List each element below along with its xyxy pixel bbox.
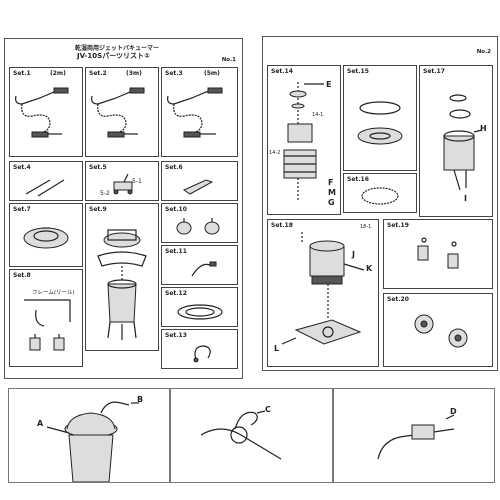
sub-part-label: 18-1 [360, 224, 372, 230]
tank-assembly-illustration [97, 229, 147, 340]
parts-sheet-2: No.2 Set.14 14-1 14-2 E F M G Set.15 [262, 36, 498, 371]
caster-illustration [176, 218, 220, 235]
set-label: Set.14 [271, 68, 293, 75]
part-cell-set19[interactable]: Set.19 [383, 219, 493, 289]
hose-illustration [167, 87, 223, 138]
sub-part-label: 14-2 [269, 150, 281, 156]
callout-letter: F [328, 178, 334, 187]
part-cell-set6[interactable]: Set.6 [161, 161, 238, 201]
part-cell-set18[interactable]: Set.18 18-1 J K L [267, 219, 379, 367]
set-label: Set.13 [165, 332, 187, 339]
detail-panel-a-b: A B [8, 388, 170, 483]
part-cell-set11[interactable]: Set.11 [161, 245, 238, 285]
set-label: Set.12 [165, 290, 187, 297]
part-cell-set14[interactable]: Set.14 14-1 14-2 E F M G [267, 65, 341, 215]
sheet2-page-number: No.2 [476, 49, 491, 55]
sheet1-header-line1: 乾湿両用ジェットバキューマー [75, 45, 160, 52]
part-cell-set13[interactable]: Set.13 [161, 329, 238, 369]
switch-assembly-illustration [443, 94, 483, 191]
hose-length-label: (5m) [204, 70, 220, 77]
callout-letter: I [464, 194, 467, 203]
detail-panel-c: C [170, 388, 333, 483]
seal-ring-illustration [357, 101, 403, 145]
set-label: Set.9 [89, 206, 107, 213]
callout-c: C [265, 405, 271, 414]
part-cell-set8[interactable]: Set.8 フレーム(リール) [9, 269, 83, 367]
set-label: Set.15 [347, 68, 369, 75]
filter-ring-illustration [361, 187, 399, 205]
part-cell-set5[interactable]: Set.5 5-1 5-2 [85, 161, 159, 201]
set-label: Set.7 [13, 206, 31, 213]
hose-end-detail-illustration [377, 414, 455, 460]
frame-reel-label: フレーム(リール) [32, 290, 75, 296]
sub-part-label: 5-1 [132, 178, 142, 185]
callout-b: B [137, 395, 144, 404]
gasket-illustration [177, 304, 223, 320]
detail-panel-d: D [333, 388, 495, 483]
frame-illustration [24, 299, 71, 351]
parts-sheet-1: 乾湿両用ジェットバキューマー JV-10Sパーツリスト① No.1 Set.1 … [4, 38, 243, 379]
set-label: Set.19 [387, 222, 409, 229]
part-cell-set20[interactable]: Set.20 [383, 293, 493, 367]
hose-illustration [15, 87, 69, 138]
set-label: Set.3 [165, 70, 183, 77]
set-label: Set.11 [165, 248, 187, 255]
latch-illustration [417, 237, 459, 269]
callout-d: D [450, 407, 457, 416]
crevice-nozzle-illustration [182, 179, 214, 195]
motor-assembly-illustration [283, 82, 324, 202]
part-cell-set17[interactable]: Set.17 H I [419, 65, 493, 217]
hose-length-label: (3m) [126, 70, 142, 77]
part-cell-set10[interactable]: Set.10 [161, 203, 238, 243]
part-cell-set1[interactable]: Set.1 (2m) [9, 67, 83, 157]
hose-clip-detail-illustration [200, 410, 282, 460]
callout-letter: E [326, 80, 332, 89]
floor-nozzle-illustration [113, 173, 133, 195]
callout-letter: M [328, 188, 336, 197]
hose-illustration [91, 87, 145, 138]
sheet1-header-line2: JV-10Sパーツリスト① [77, 52, 150, 60]
set-label: Set.5 [89, 164, 107, 171]
filter-cover-illustration [23, 227, 69, 249]
set-label: Set.16 [347, 176, 369, 183]
callout-letter: K [366, 264, 373, 273]
part-cell-set7[interactable]: Set.7 [9, 203, 83, 267]
set-label: Set.17 [423, 68, 445, 75]
callout-a: A [37, 419, 44, 428]
head-assembly-illustration [281, 232, 365, 345]
wheel-illustration [414, 314, 468, 348]
callout-letter: H [480, 124, 487, 133]
part-cell-set4[interactable]: Set.4 [9, 161, 83, 201]
vacuum-head-detail-illustration [46, 401, 139, 482]
set-label: Set.10 [165, 206, 187, 213]
sub-part-label: 14-1 [312, 112, 324, 118]
set-label: Set.1 [13, 70, 31, 77]
part-cell-set9[interactable]: Set.9 [85, 203, 159, 351]
set-label: Set.6 [165, 164, 183, 171]
sub-part-label: 5-2 [100, 190, 110, 197]
set-label: Set.2 [89, 70, 107, 77]
callout-letter: G [328, 198, 335, 207]
part-cell-set16[interactable]: Set.16 [343, 173, 417, 213]
part-cell-set3[interactable]: Set.3 (5m) [161, 67, 238, 157]
hose-length-label: (2m) [50, 70, 66, 77]
callout-letter: L [274, 344, 280, 353]
sheet1-page-number: No.1 [221, 57, 236, 63]
cord-illustration [191, 261, 217, 277]
extension-pipe-illustration [25, 179, 65, 197]
set-label: Set.18 [271, 222, 293, 229]
part-cell-set15[interactable]: Set.15 [343, 65, 417, 171]
part-cell-set12[interactable]: Set.12 [161, 287, 238, 327]
set-label: Set.8 [13, 272, 31, 279]
set-label: Set.4 [13, 164, 31, 171]
part-cell-set2[interactable]: Set.2 (3m) [85, 67, 159, 157]
hose-clip-illustration [193, 345, 211, 363]
callout-letter: J [352, 250, 355, 259]
set-label: Set.20 [387, 296, 409, 303]
